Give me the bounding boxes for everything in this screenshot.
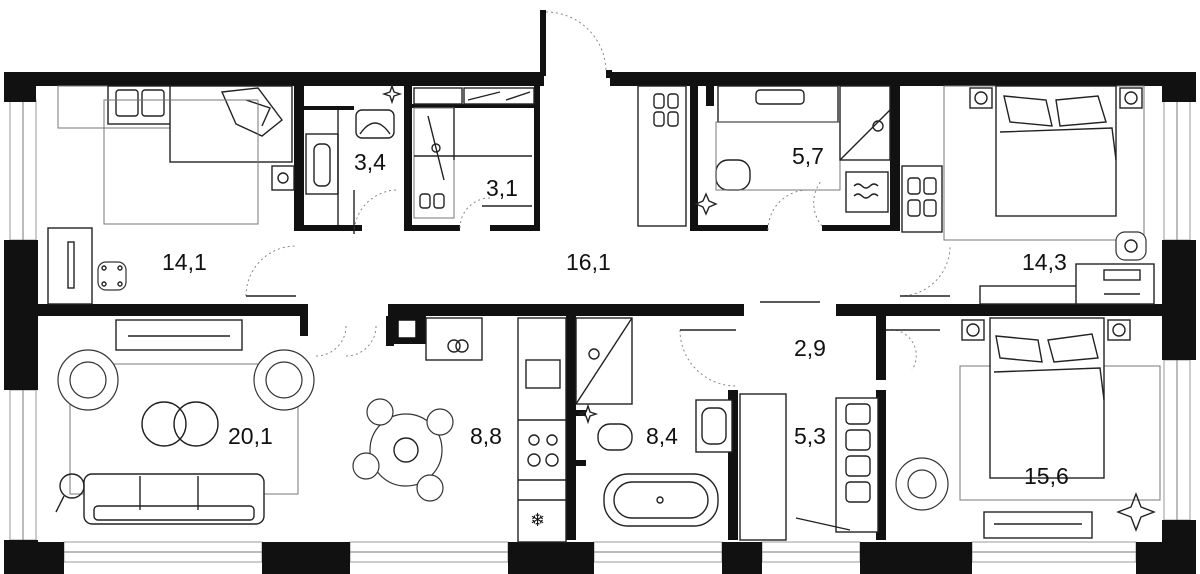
outer-walls [4,10,1196,574]
bedroom-east-furniture [901,85,1155,305]
room-area-label: 8,8 [470,423,502,449]
windows [9,99,1191,563]
wardrobe-fixtures [413,87,535,219]
dining-table [352,398,454,502]
plant-icon [1116,492,1156,532]
bathroom-east-fixtures [637,85,891,227]
room-area-label: 14,1 [162,249,207,275]
room-area-label: 8,4 [646,423,678,449]
armchair-icon [895,457,949,511]
bathroom-south-fixtures [575,317,733,527]
room-area-label: 5,3 [794,423,826,449]
bedroom-west-furniture [47,85,295,305]
armchair-icon [57,349,119,411]
bedroom-south-furniture [895,317,1161,539]
room-area-label: 20,1 [228,423,273,449]
area-labels: 14,1 3,4 3,1 16,1 5,7 14,3 20,1 8,8 8,4 … [162,143,1069,489]
inner-walls [38,86,1162,540]
room-area-label: 2,9 [794,335,826,361]
storage-fixtures [739,393,879,541]
room-area-label: 15,6 [1024,463,1069,489]
living-room-furniture [55,319,315,525]
armchair-icon [253,349,315,411]
room-area-label: 5,7 [792,143,824,169]
plant-icon [577,403,599,425]
room-area-label: 16,1 [566,249,611,275]
room-area-label: 3,1 [486,175,518,201]
svg-text:❄: ❄ [530,510,545,531]
bathroom-west-fixtures [305,83,403,225]
kitchen-furniture: ❄ [352,317,567,543]
door-swing-icon [245,11,951,387]
room-area-label: 3,4 [354,149,386,175]
plant-icon [381,83,403,105]
plant-icon [694,192,718,216]
room-area-label: 14,3 [1022,249,1067,275]
